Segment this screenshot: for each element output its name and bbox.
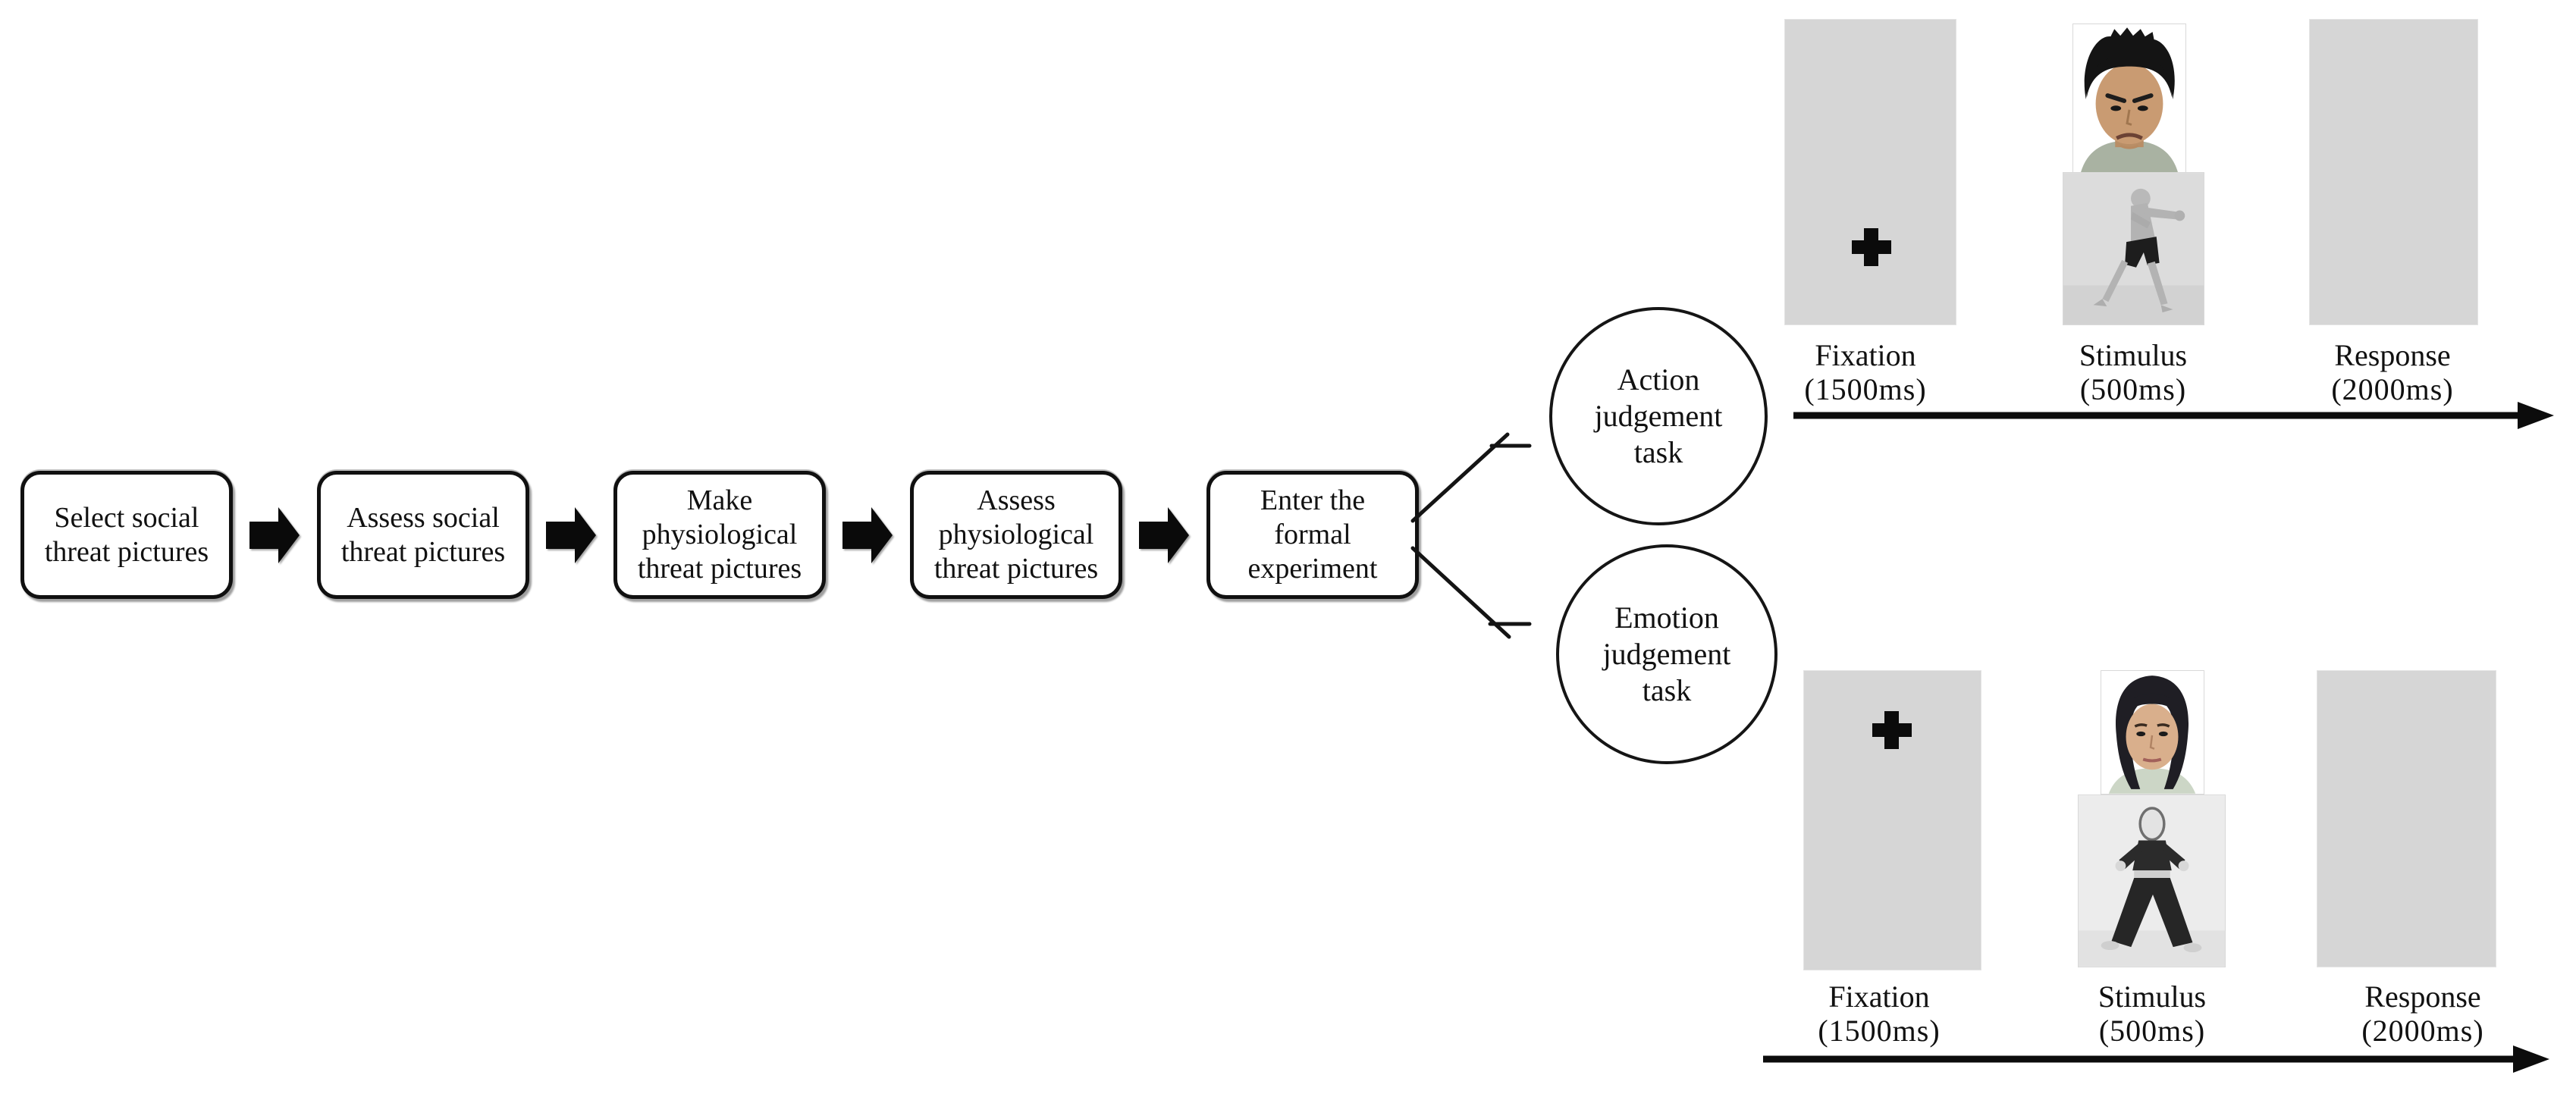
action-fixation-screen [1784,19,1956,325]
emotion-response-label: Response (2000ms) [2301,980,2544,1048]
flow-step-enter-formal-experiment: Enter the formal experiment [1206,471,1419,599]
stage-duration: (1500ms) [1818,1014,1941,1048]
flow-step-assess-social-pictures: Assess social threat pictures [317,471,529,599]
stage-duration: (500ms) [2079,372,2187,406]
fixation-cross-icon [1872,711,1912,749]
stage-name: Response [2334,338,2451,372]
flow-step-label-line: physiological [938,519,1094,550]
flow-step-label-line: threat pictures [340,535,506,568]
stage-name: Stimulus [2098,980,2207,1014]
stage-name: Fixation [1815,338,1916,372]
task-label-line: judgement [1602,637,1731,671]
flow-step-label-line: physiological [642,519,798,550]
action-response-screen [2309,19,2478,325]
flow-step-label-line: threat pictures [44,535,209,568]
flow-step-label-line: Select social [54,501,199,534]
flow-step-label-line: experiment [1247,553,1378,585]
stage-name: Response [2364,980,2481,1014]
task-label-line: Emotion [1614,600,1719,635]
flow-step-label-line: formal [1274,519,1351,550]
flow-step-label-line: Assess [977,484,1056,516]
flow-step-select-social-pictures: Select social threat pictures [20,471,233,599]
emotion-stimulus-label: Stimulus (500ms) [2031,980,2273,1048]
right-arrow-icon [249,507,300,563]
action-stimulus-label: Stimulus (500ms) [2012,338,2254,406]
stage-duration: (2000ms) [2361,1014,2484,1048]
flow-step-make-physiological-pictures: Make physiological threat pictures [613,471,826,599]
boxing-body-photo [2063,172,2204,325]
task-label-line: Action [1617,362,1700,397]
neutral-female-face-drawing [2101,671,2204,794]
stage-name: Fixation [1828,980,1930,1014]
emotion-timeline-arrowhead-icon [2513,1045,2549,1073]
emotion-fixation-label: Fixation (1500ms) [1758,980,2000,1048]
fighting-stance-body-photo [2078,795,2226,967]
right-arrow-icon [842,507,893,563]
action-fixation-label: Fixation (1500ms) [1744,338,1987,406]
stage-duration: (2000ms) [2331,372,2454,406]
branch-line-to-action-task [1410,432,1510,523]
angry-male-face-photo [2072,24,2186,174]
flow-step-label-line: Make [686,484,753,516]
flow-step-label-line: Enter the [1260,484,1366,516]
stage-duration: (500ms) [2098,1014,2206,1048]
task-label-line: task [1633,435,1683,469]
stage-duration: (1500ms) [1804,372,1927,406]
task-circle-action-judgement: Action judgement task [1549,307,1768,525]
right-arrow-icon [546,507,596,563]
action-timeline-arrowhead-icon [2518,402,2554,429]
stage-name: Stimulus [2079,338,2188,372]
task-label-line: judgement [1594,399,1723,433]
fixation-cross-icon [1852,228,1891,266]
task-circle-emotion-judgement: Emotion judgement task [1556,544,1777,764]
neutral-female-face-photo [2101,670,2204,795]
boxing-body-drawing [2063,173,2204,324]
task-label-line: task [1642,673,1692,707]
flow-step-label-line: threat pictures [637,553,802,585]
emotion-response-screen [2317,670,2496,967]
action-response-label: Response (2000ms) [2271,338,2514,406]
right-arrow-icon [1139,507,1189,563]
fighting-stance-body-drawing [2079,795,2225,967]
flow-step-label-line: threat pictures [933,553,1099,585]
flow-step-label-line: Assess social [347,501,500,534]
flow-step-assess-physiological-pictures: Assess physiological threat pictures [910,471,1122,599]
branch-line-to-emotion-task [1410,546,1511,639]
angry-male-face-drawing [2073,24,2185,173]
